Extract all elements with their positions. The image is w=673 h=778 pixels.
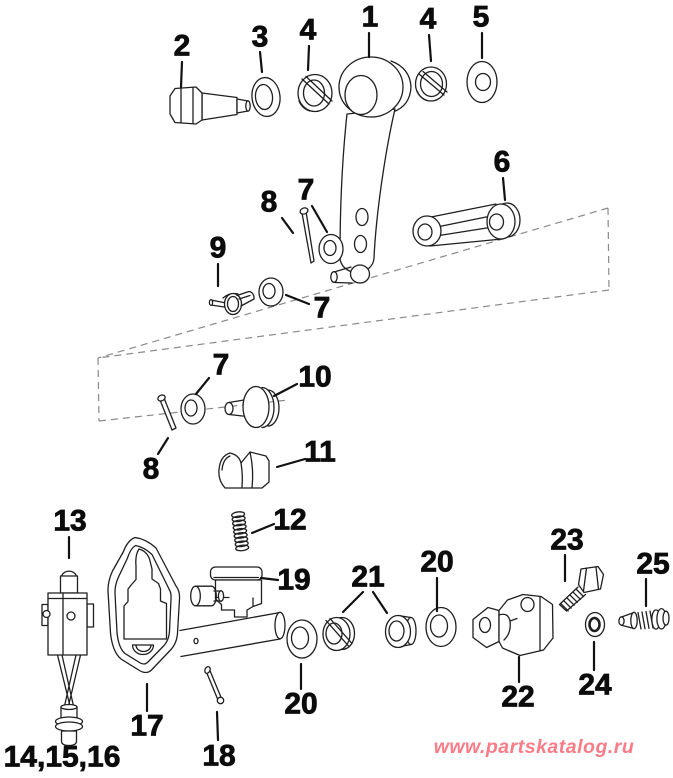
part-17-bracket-plate	[107, 536, 181, 674]
part-21-bushing-right	[384, 614, 417, 649]
part-9-clip-pin	[208, 290, 255, 316]
callout-part-21: 21	[351, 561, 384, 594]
plane-left-edge	[97, 357, 100, 422]
part-20-washer-left	[286, 619, 318, 659]
part-20-washer-right	[425, 606, 457, 648]
part-12-spring	[231, 511, 250, 552]
callout-part-1: 1	[362, 1, 379, 34]
callout-part-3: 3	[252, 21, 269, 54]
callout-part-17: 17	[130, 710, 163, 743]
callout-part-9: 9	[210, 232, 227, 265]
part-2-hex-bolt	[169, 86, 251, 125]
part-7-washer-middle	[258, 277, 284, 307]
part-14-15-16-connector	[54, 703, 84, 747]
leader-part-21-left	[341, 590, 365, 614]
part-10-plunger	[224, 385, 280, 429]
callout-part-2: 2	[174, 30, 191, 63]
callout-part-12: 12	[273, 504, 306, 537]
part-4-bushing-right	[414, 66, 448, 102]
part-8-cotter-pin-lower	[157, 394, 177, 431]
plane-right-edge	[607, 207, 610, 291]
part-22-anchor-bracket	[472, 593, 554, 657]
callout-part-25: 25	[636, 548, 669, 581]
callout-part-20-bottom: 20	[284, 688, 317, 721]
leader-part-21-right	[371, 590, 389, 615]
part-5-washer	[466, 60, 498, 104]
callout-part-5: 5	[473, 1, 490, 34]
leader-part-4-right	[427, 33, 433, 63]
part-23-hex-bolt	[558, 565, 605, 612]
part-25-detent-pin	[618, 607, 670, 630]
part-19-housing-block	[190, 566, 263, 618]
plane-diagonal-edge	[97, 289, 610, 359]
part-8-cotter-pin-top	[299, 207, 315, 264]
leader-part-7-middle	[284, 293, 311, 306]
part-18-cotter-pin	[204, 666, 225, 705]
leader-lines	[67, 31, 648, 742]
part-7-washer-lower	[180, 393, 206, 425]
leader-part-12	[250, 522, 276, 535]
callout-part-8-top: 8	[261, 186, 278, 219]
plane-top-edge	[97, 207, 609, 359]
leader-part-4-left	[306, 44, 311, 72]
switch-wires	[56, 654, 82, 707]
leader-part-11	[275, 457, 307, 469]
callout-part-7-lower: 7	[213, 349, 230, 382]
watermark-url: www.partskatalog.ru	[434, 736, 635, 758]
callout-part-19: 19	[277, 564, 310, 597]
callout-part-4-left: 4	[300, 14, 317, 47]
leader-part-2	[179, 60, 184, 89]
callout-part-23: 23	[550, 524, 583, 557]
callout-part-20-top: 20	[420, 546, 453, 579]
callout-part-7-middle: 7	[314, 292, 331, 325]
part-4-bushing-left	[297, 73, 333, 113]
leader-part-3	[258, 50, 264, 74]
leader-part-8-top	[280, 216, 295, 235]
callout-part-18: 18	[202, 740, 235, 773]
callout-part-13: 13	[53, 505, 86, 538]
leader-part-6	[501, 176, 507, 202]
leader-part-8-lower	[156, 436, 170, 456]
callout-part-24: 24	[578, 669, 612, 702]
part-1-lever-arm	[330, 56, 412, 284]
callout-part-10: 10	[298, 361, 331, 394]
leader-part-7-top	[310, 204, 329, 234]
shift-rod	[179, 611, 286, 658]
part-13-switch	[41, 570, 95, 707]
leader-part-19	[259, 576, 280, 582]
leader-part-10	[272, 382, 299, 398]
callout-part-6: 6	[494, 146, 511, 179]
callout-part-8-lower: 8	[143, 453, 160, 486]
leader-part-7-lower	[194, 376, 211, 396]
part-6-link	[412, 202, 521, 247]
part-7-washer-top	[318, 233, 344, 265]
leader-part-18	[215, 710, 220, 742]
callout-part-14-15-16: 14,15,16	[4, 741, 121, 774]
callout-part-7-top: 7	[298, 174, 315, 207]
callout-part-11: 11	[304, 436, 336, 469]
part-3-washer	[251, 76, 281, 118]
part-11-saddle-bracket	[218, 451, 270, 489]
callout-part-4-right: 4	[420, 3, 437, 36]
part-21-bushing-left	[322, 616, 356, 652]
callout-labels: 1 2 3 4 4 5 6 7 8 9 7 7 10 8 11 12 13 19…	[3, 0, 670, 774]
part-24-washer	[584, 611, 606, 638]
callout-part-22: 22	[501, 681, 534, 714]
